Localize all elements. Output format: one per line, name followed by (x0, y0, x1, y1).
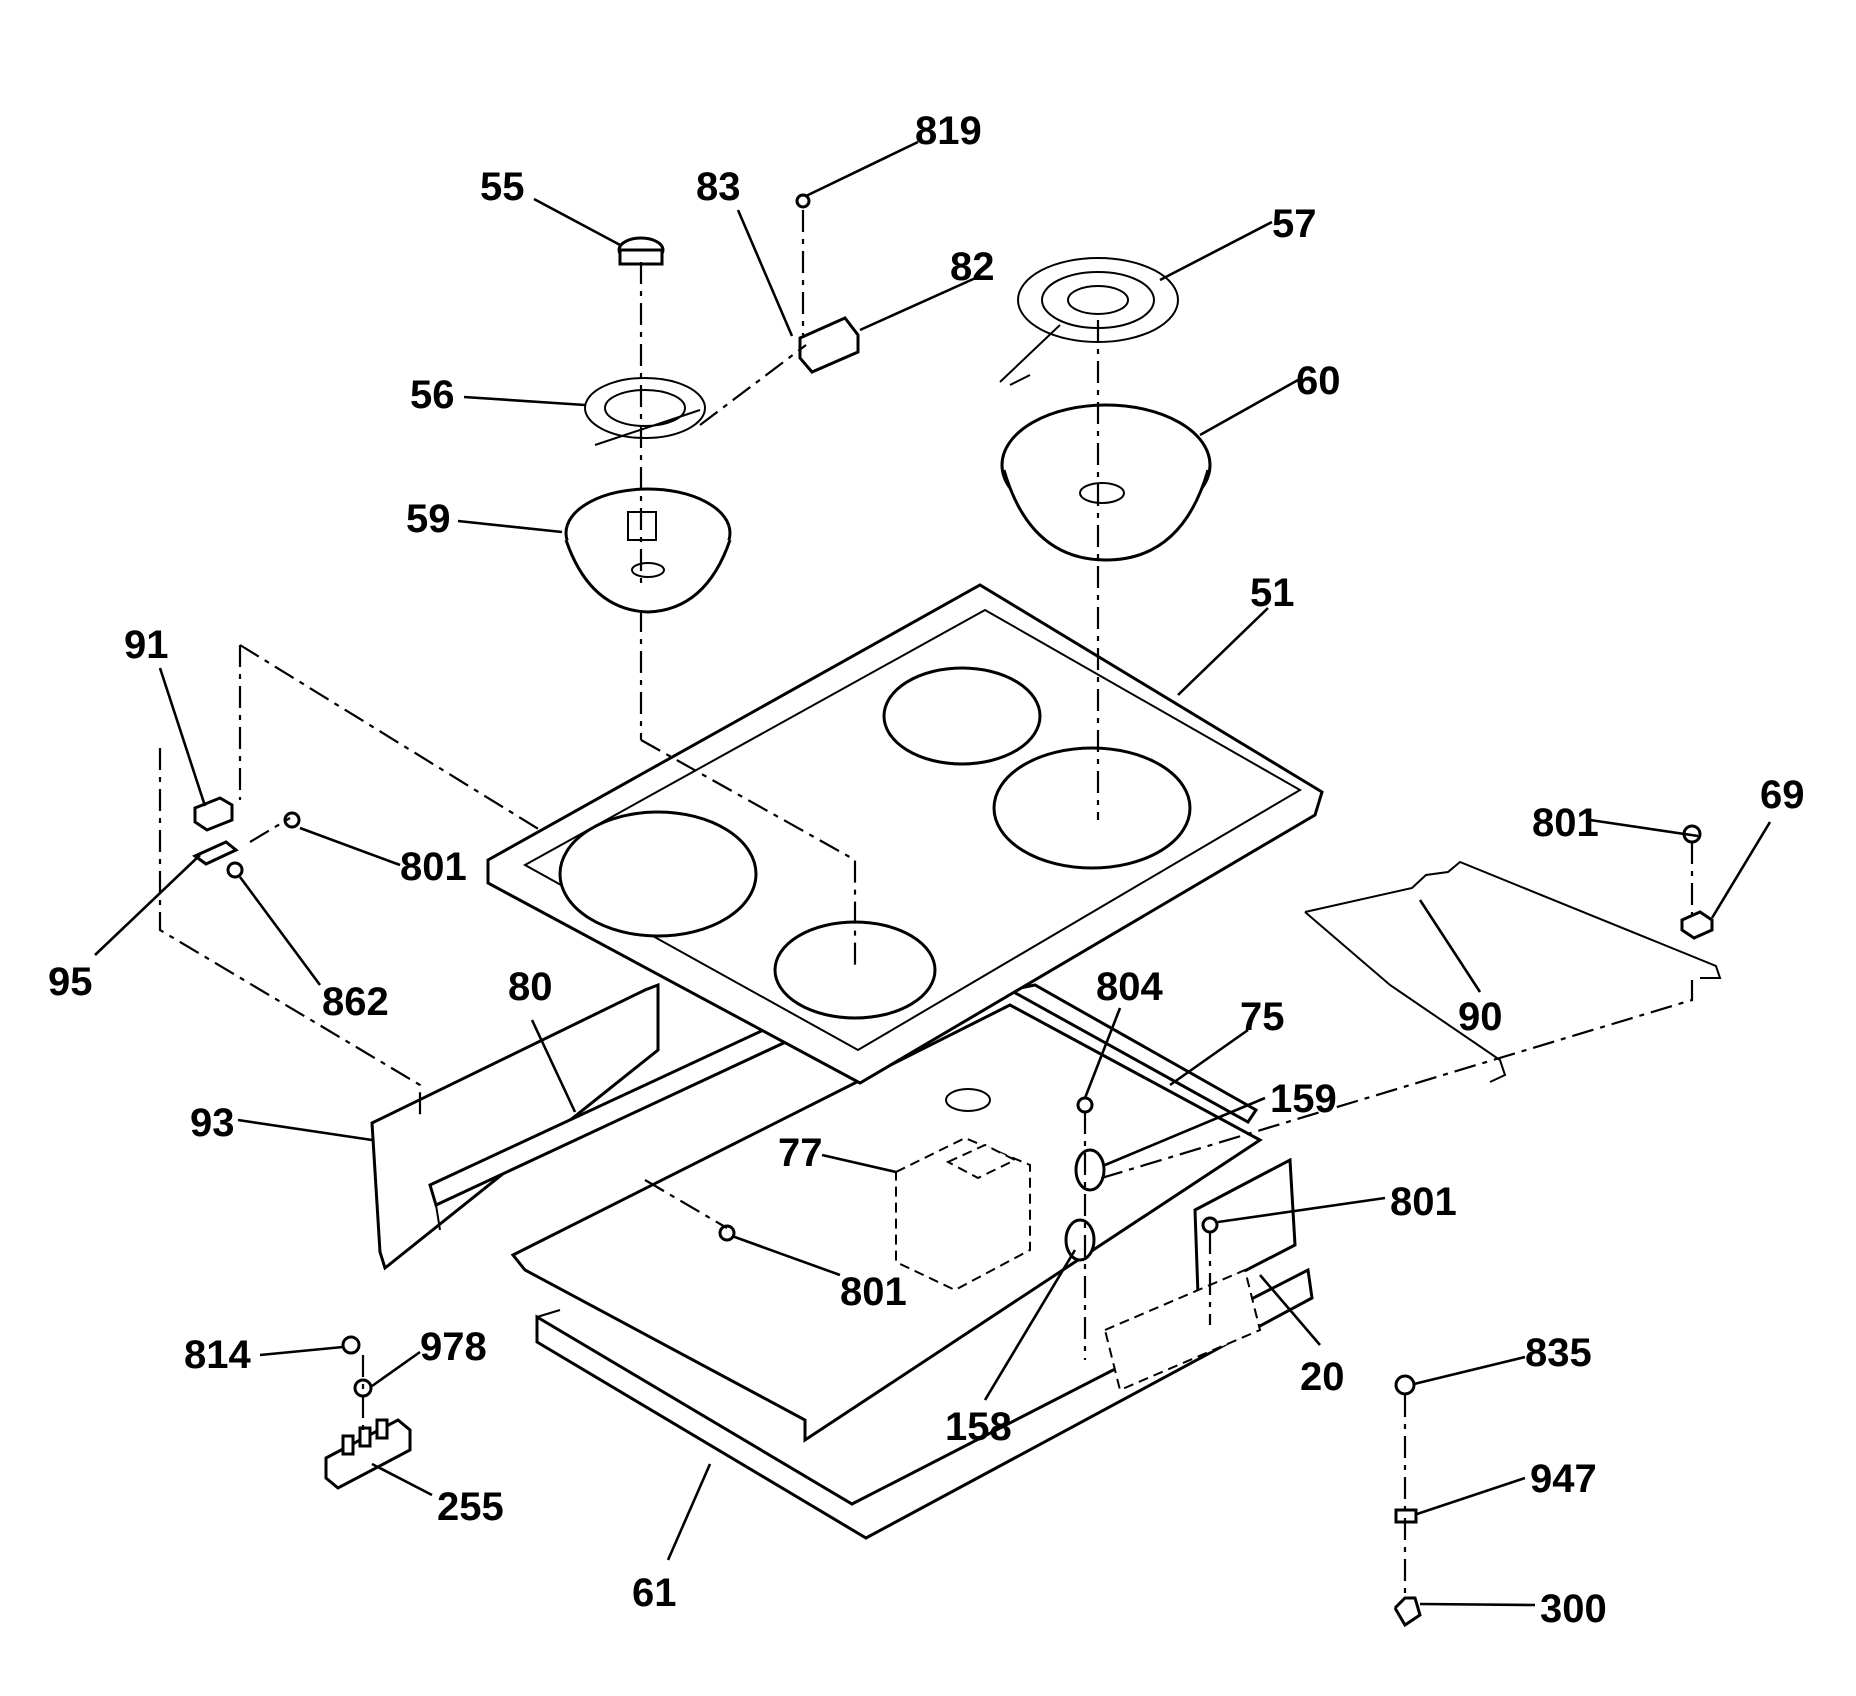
part-61-bottom-panel (535, 1267, 1314, 1540)
part-255-terminal-strip (324, 1418, 412, 1490)
part-57-large-element (999, 257, 1179, 386)
part-300-foot (1393, 1596, 1422, 1628)
label-835: 835 (1525, 1331, 1592, 1375)
label-804: 804 (1096, 965, 1163, 1009)
label-862: 862 (322, 980, 389, 1024)
assembly-lines (158, 210, 1694, 1598)
part-55-cap (617, 236, 665, 266)
label-69: 69 (1760, 773, 1805, 817)
label-83: 83 (696, 165, 741, 209)
label-801-top-right: 801 (1532, 801, 1599, 845)
label-801-center: 801 (840, 1270, 907, 1314)
part-77-box (895, 1088, 1031, 1292)
label-91: 91 (124, 623, 169, 667)
label-95: 95 (48, 960, 93, 1004)
part-lower-tray (510, 1003, 1263, 1443)
label-20: 20 (1300, 1355, 1345, 1399)
label-801-left: 801 (400, 845, 467, 889)
label-300: 300 (1540, 1587, 1607, 1631)
label-55: 55 (480, 165, 525, 209)
label-77: 77 (778, 1131, 823, 1175)
label-82: 82 (950, 245, 995, 289)
part-82-terminal-block (798, 316, 860, 374)
label-60: 60 (1296, 359, 1341, 403)
part-90-wire-frame (1304, 860, 1722, 1083)
label-93: 93 (190, 1101, 235, 1145)
label-61: 61 (632, 1571, 677, 1615)
leader-lines (94, 140, 1772, 1607)
label-158: 158 (945, 1405, 1012, 1449)
part-69-clip (1680, 910, 1714, 940)
part-158-159-components (1064, 1148, 1106, 1262)
label-801-right: 801 (1390, 1180, 1457, 1224)
label-90: 90 (1458, 995, 1503, 1039)
label-75: 75 (1240, 995, 1285, 1039)
part-51-cooktop (486, 583, 1324, 1085)
label-56: 56 (410, 373, 455, 417)
label-57: 57 (1272, 202, 1317, 246)
label-59: 59 (406, 497, 451, 541)
part-labels: 819 55 83 82 57 56 60 59 51 91 801 95 86… (48, 109, 1805, 1631)
part-75-back-rail (1005, 983, 1259, 1124)
label-80: 80 (508, 965, 553, 1009)
label-51: 51 (1250, 571, 1295, 615)
part-60-large-drip-pan (1000, 403, 1212, 562)
label-159: 159 (1270, 1077, 1337, 1121)
label-947: 947 (1530, 1457, 1597, 1501)
part-59-small-drip-pan (564, 487, 732, 614)
label-255: 255 (437, 1485, 504, 1529)
label-814: 814 (184, 1333, 251, 1377)
part-20-bracket (1103, 1157, 1297, 1392)
part-56-small-element (584, 377, 706, 446)
label-819: 819 (915, 109, 982, 153)
label-978: 978 (420, 1325, 487, 1369)
